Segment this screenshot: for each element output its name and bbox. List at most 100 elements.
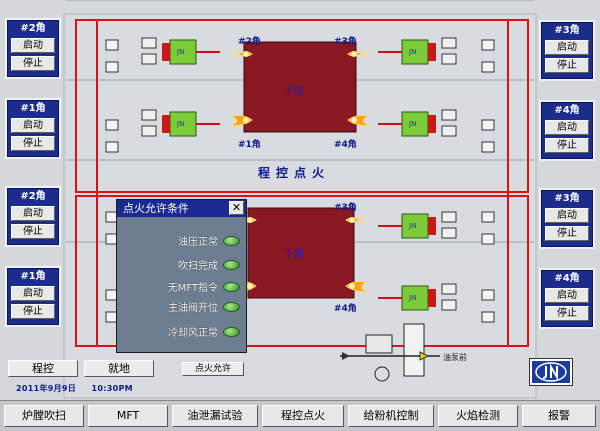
flame-core: [243, 117, 249, 123]
panel-title: #4角: [554, 105, 580, 116]
panel-title: #1角: [20, 271, 46, 282]
burner-valve: [428, 217, 436, 235]
burner-label: JN: [176, 48, 184, 56]
bottom-navigation: 炉膛吹扫 MFT 油泄漏试验 程控点火 给粉机控制 火焰检测 报警: [0, 400, 600, 431]
stop-button[interactable]: 停止: [11, 304, 55, 319]
burner-aux-valve: [441, 299, 457, 311]
flame-core: [243, 51, 249, 57]
upper-furnace-label: 上层: [284, 86, 304, 97]
corner-label-2-upper: #2角: [238, 37, 261, 47]
left-panel-corner-2-upper: #2角 启动 停止: [5, 18, 61, 79]
nav-oil-leak-test[interactable]: 油泄漏试验: [172, 405, 258, 427]
ignite-allow-button[interactable]: 点火允许: [182, 362, 244, 376]
right-panel-corner-4-upper: #4角 启动 停止: [539, 100, 595, 161]
condition-main-oil-valve: 主油阀开位: [117, 299, 248, 315]
burner-aux-valve: [441, 211, 457, 223]
panel-title: #3角: [554, 25, 580, 36]
burner-valve: [428, 289, 436, 307]
nav-mft[interactable]: MFT: [88, 405, 168, 427]
flame-core: [351, 51, 357, 57]
panel-title: #2角: [20, 191, 46, 202]
nav-furnace-purge[interactable]: 炉膛吹扫: [4, 405, 84, 427]
close-icon[interactable]: ✕: [229, 201, 244, 215]
stop-button[interactable]: 停止: [545, 306, 589, 321]
lower-furnace: [247, 207, 355, 299]
start-button[interactable]: 启动: [545, 288, 589, 303]
valve-icon: [481, 289, 495, 301]
local-control-button[interactable]: 就地: [84, 360, 154, 377]
valve-icon: [481, 141, 495, 153]
stop-button[interactable]: 停止: [545, 226, 589, 241]
flame-core: [349, 217, 355, 223]
dialog-title: 点火允许条件 ✕: [117, 200, 246, 217]
burner-aux-valve: [141, 109, 157, 121]
condition-cooling-air: 冷却风正常: [117, 324, 248, 340]
oil-pump-label: 油泵前: [443, 353, 467, 362]
start-button[interactable]: 启动: [11, 118, 55, 133]
nav-feeder-control[interactable]: 给粉机控制: [348, 405, 434, 427]
burner-valve: [428, 115, 436, 133]
nav-flame-detection[interactable]: 火焰检测: [438, 405, 518, 427]
status-indicator-icon: [223, 302, 240, 312]
stop-button[interactable]: 停止: [11, 224, 55, 239]
red-pipe-loop-lower: [75, 195, 529, 347]
flame-core: [351, 117, 357, 123]
valve-icon: [342, 352, 350, 360]
status-indicator-icon: [223, 236, 240, 246]
burner-aux-valve: [141, 125, 157, 137]
panel-title: #2角: [20, 23, 46, 34]
red-pipe-loop-upper: [75, 19, 529, 193]
burner-3-upper: JN: [378, 37, 457, 65]
corner-label-4-lower: #4角: [334, 304, 357, 314]
flame-core: [247, 283, 253, 289]
valve-icon: [481, 311, 495, 323]
start-button[interactable]: 启动: [545, 208, 589, 223]
right-panel-corner-3-upper: #3角 启动 停止: [539, 20, 595, 81]
nav-alarm[interactable]: 报警: [522, 405, 596, 427]
burner-2-upper: JN: [141, 37, 220, 65]
valve-icon: [105, 39, 119, 51]
valve-icon: [481, 61, 495, 73]
stop-button[interactable]: 停止: [545, 58, 589, 73]
time-text: 10:30PM: [91, 384, 133, 393]
burner-body: [401, 39, 429, 65]
corner-label-3-lower: #3角: [334, 203, 357, 213]
jn-logo: [529, 358, 573, 386]
start-button[interactable]: 启动: [11, 286, 55, 301]
burner-body: [401, 213, 429, 239]
stop-button[interactable]: 停止: [11, 136, 55, 151]
left-panel-corner-2-lower: #2角 启动 停止: [5, 186, 61, 247]
motor-icon: [374, 366, 390, 382]
burner-label: JN: [408, 48, 416, 56]
lower-furnace-label: 下层: [284, 249, 304, 260]
start-button[interactable]: 启动: [545, 40, 589, 55]
upper-furnace: [243, 41, 357, 133]
datetime: 2011年9月9日 10:30PM: [16, 383, 133, 394]
start-button[interactable]: 启动: [11, 206, 55, 221]
start-button[interactable]: 启动: [545, 120, 589, 135]
condition-label: 主油阀开位: [168, 303, 218, 314]
section-title: 程控点火: [258, 166, 331, 180]
corner-label-1-upper: #1角: [238, 140, 261, 150]
stop-button[interactable]: 停止: [11, 56, 55, 71]
burner-1-upper: JN: [141, 109, 220, 137]
status-indicator-icon: [223, 260, 240, 270]
program-control-button[interactable]: 程控: [8, 360, 78, 377]
left-panel-corner-1-upper: #1角 启动 停止: [5, 98, 61, 159]
panel-title: #4角: [554, 273, 580, 284]
pump-station: [365, 334, 393, 354]
stop-button[interactable]: 停止: [545, 138, 589, 153]
corner-label-3-upper: #3角: [334, 37, 357, 47]
burner-aux-valve: [441, 283, 457, 295]
burner-aux-valve: [441, 227, 457, 239]
burner-aux-valve: [441, 37, 457, 49]
burner-aux-valve: [441, 53, 457, 65]
start-button[interactable]: 启动: [11, 38, 55, 53]
panel-title: #3角: [554, 193, 580, 204]
valve-icon: [481, 119, 495, 131]
nav-program-ignition[interactable]: 程控点火: [262, 405, 344, 427]
burner-aux-valve: [441, 109, 457, 121]
condition-oil-pressure: 油压正常: [117, 233, 248, 249]
burner-aux-valve: [141, 37, 157, 49]
